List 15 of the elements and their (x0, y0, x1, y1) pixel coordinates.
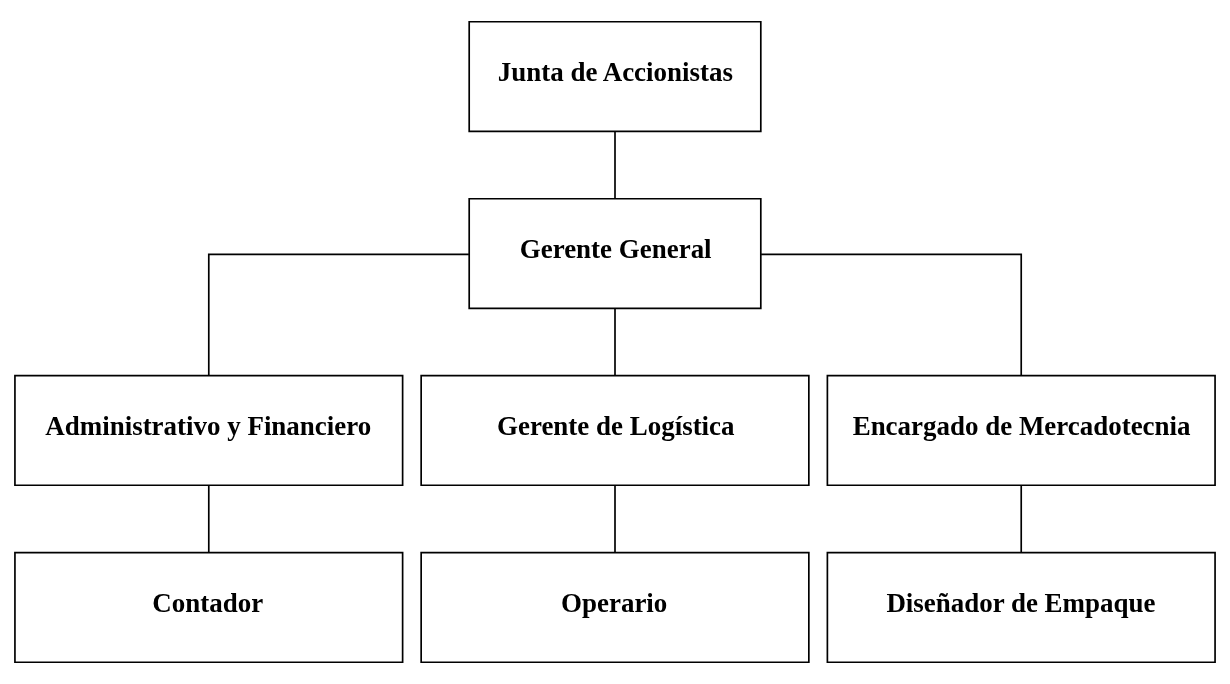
connector (760, 253, 1023, 377)
connector (1020, 484, 1023, 554)
connector (207, 484, 210, 554)
connector (207, 253, 470, 377)
node-box: Gerente de Logística (420, 374, 810, 487)
node-box: Operario (420, 551, 810, 664)
node-box: Administrativo y Financiero (14, 374, 404, 487)
node-box: Junta de Accionistas (468, 20, 762, 133)
node-box: Encargado de Mercadotecnia (826, 374, 1216, 487)
node-box: Diseñador de Empaque (826, 551, 1216, 664)
node-box: Gerente General (468, 197, 762, 310)
connector (614, 484, 616, 554)
connector (614, 307, 616, 377)
node-box: Contador (14, 551, 404, 664)
connector (614, 130, 616, 200)
